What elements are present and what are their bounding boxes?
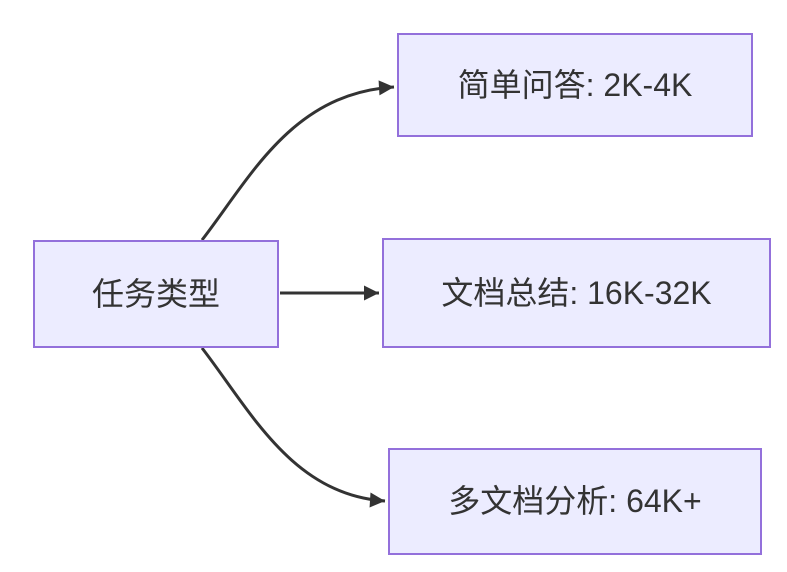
edge-task-type-to-multi-doc	[200, 347, 386, 508]
node-simple-qa: 简单问答: 2K-4K	[397, 33, 753, 137]
edge-task-type-to-simple-qa	[200, 80, 395, 241]
node-task-type-label: 任务类型	[91, 275, 220, 312]
node-simple-qa-label: 简单问答: 2K-4K	[457, 66, 693, 103]
node-doc-summary: 文档总结: 16K-32K	[382, 238, 771, 348]
node-multi-doc-label: 多文档分析: 64K+	[448, 483, 702, 520]
node-multi-doc: 多文档分析: 64K+	[388, 448, 762, 555]
node-task-type: 任务类型	[33, 240, 279, 348]
node-doc-summary-label: 文档总结: 16K-32K	[441, 274, 712, 311]
